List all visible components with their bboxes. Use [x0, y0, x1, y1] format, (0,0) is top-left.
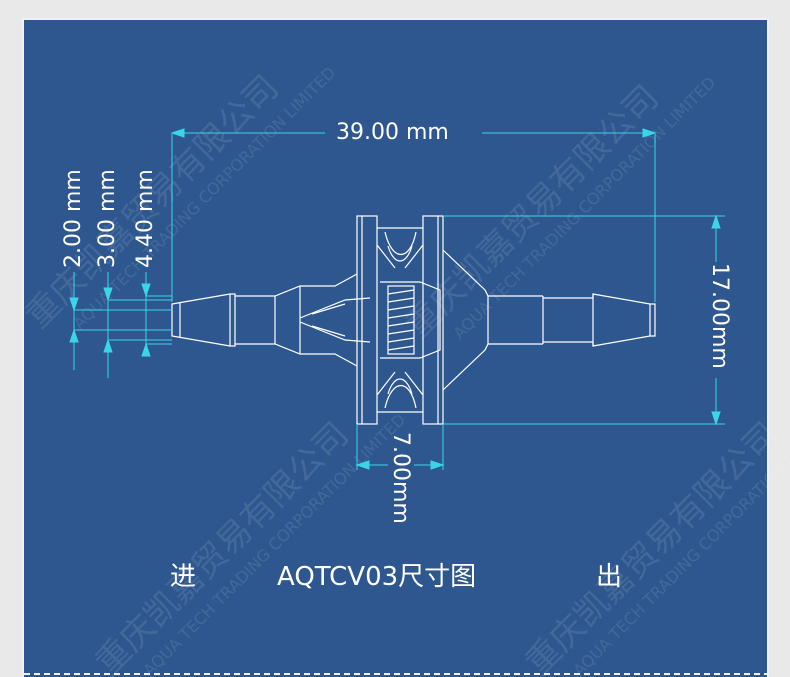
diagram-title: AQTCV03尺寸图: [277, 562, 477, 592]
outlet-label: 出: [596, 562, 623, 592]
valve-outline: [171, 215, 656, 425]
inlet-label: 进: [170, 562, 197, 592]
dimension-lines: [69, 128, 725, 470]
length-dimension-label: 39.00 mm: [336, 120, 449, 145]
